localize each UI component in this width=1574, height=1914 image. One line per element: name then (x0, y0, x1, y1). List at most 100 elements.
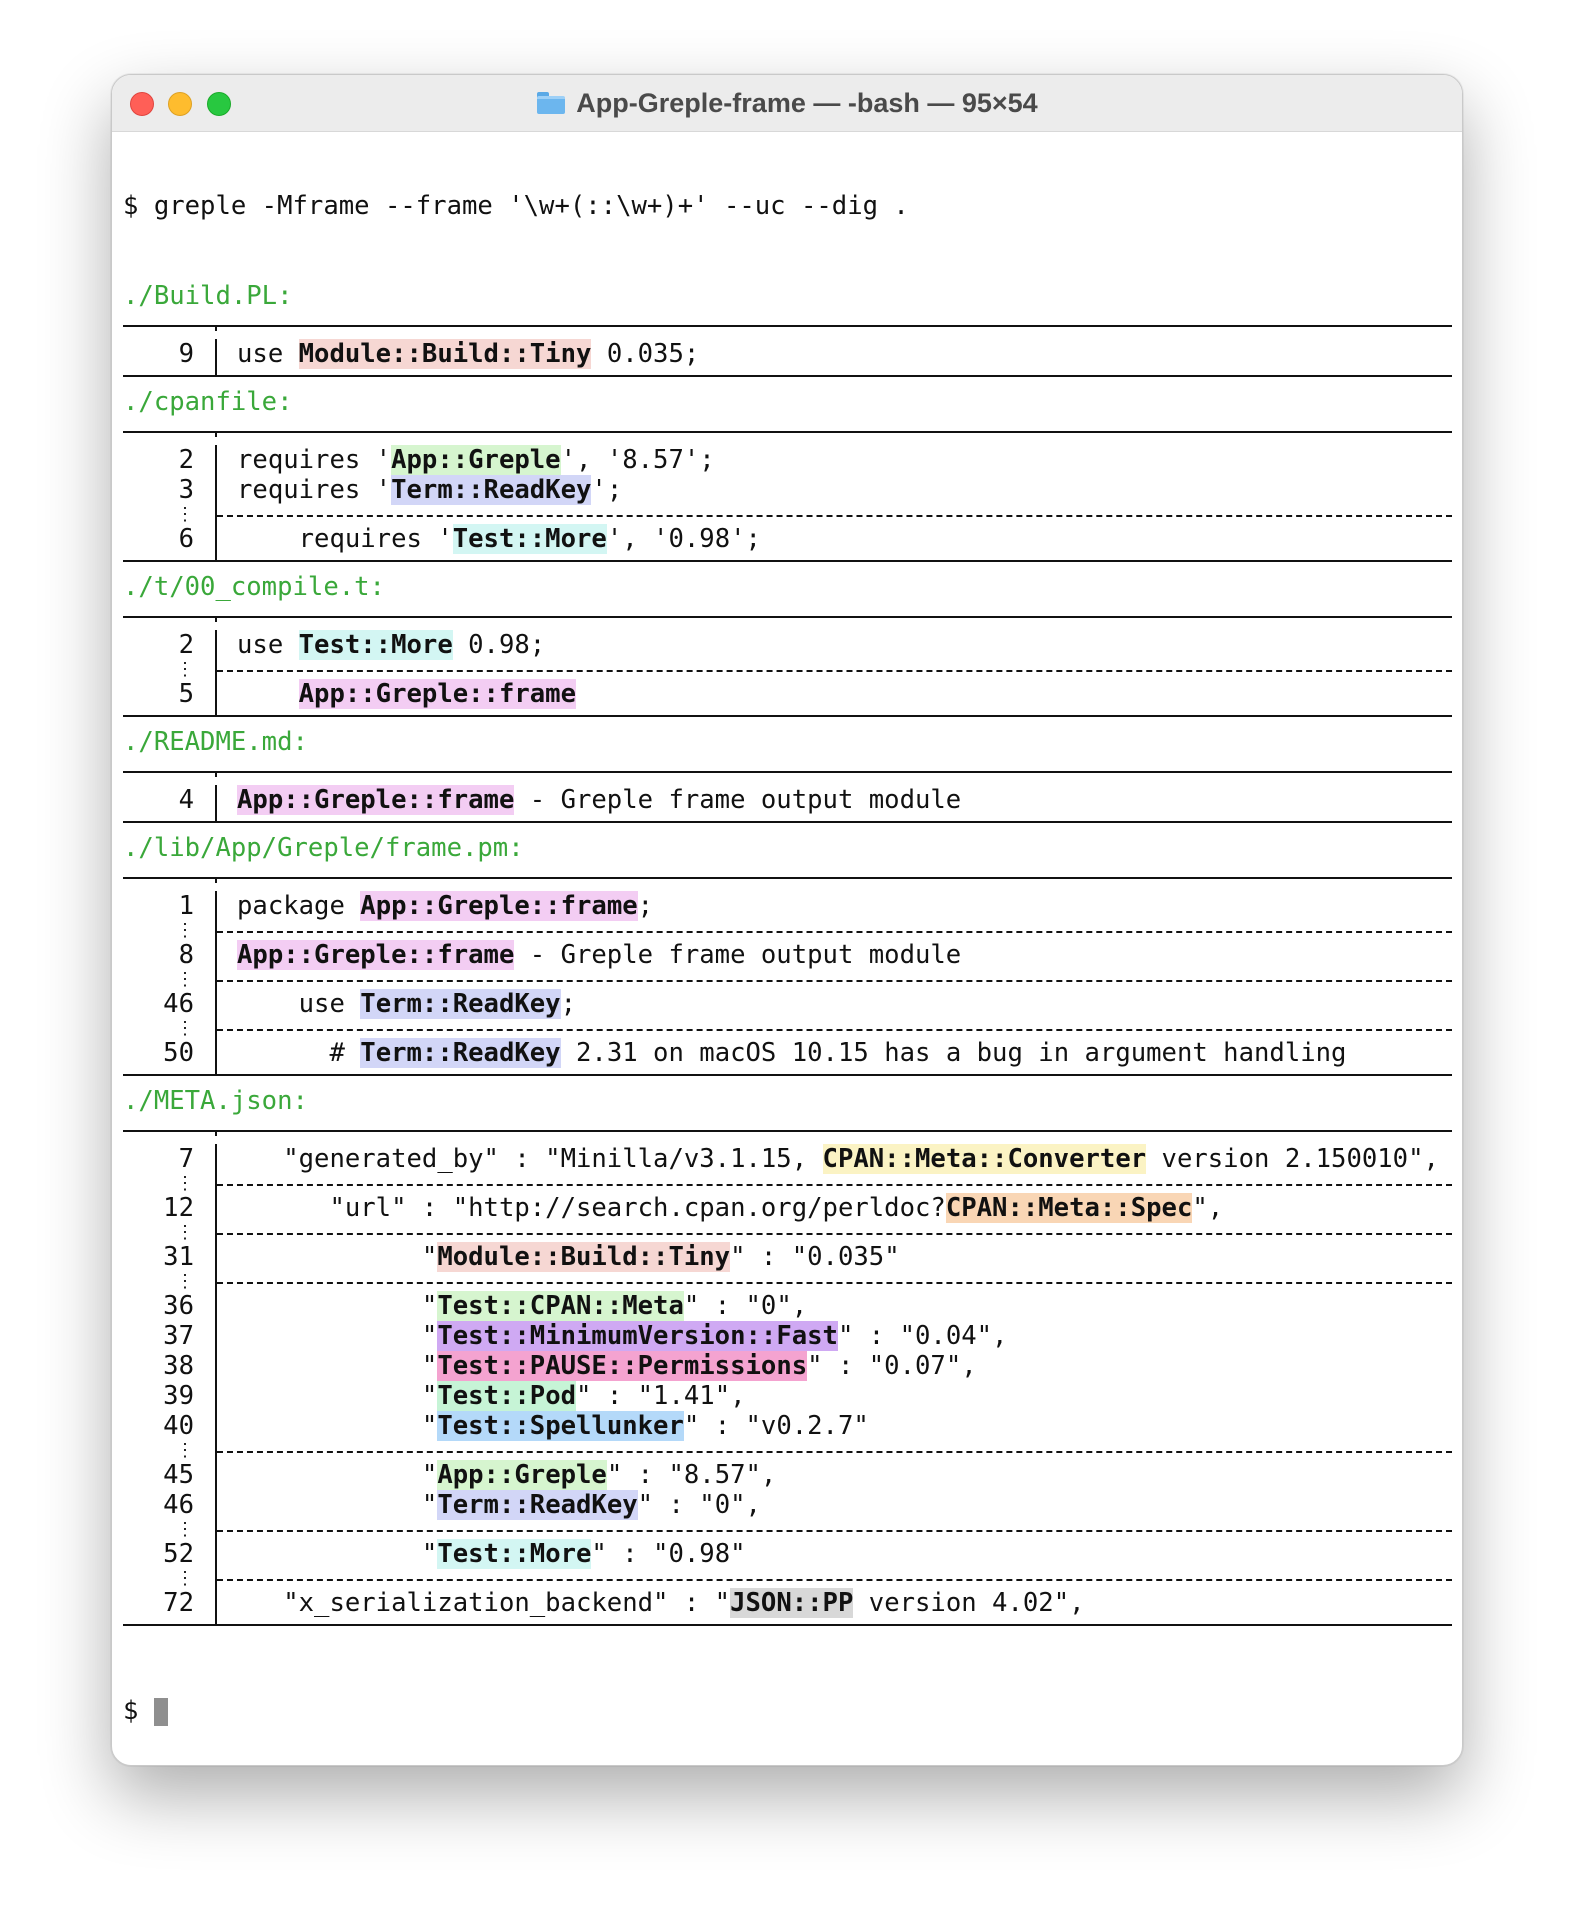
file-header[interactable]: ./t/00_compile.t: (123, 572, 385, 602)
match-line[interactable]: 52 "Test::More" : "0.98" (123, 1539, 1452, 1569)
minimize-button[interactable] (168, 92, 192, 116)
gutter-pad (123, 433, 217, 437)
file-header[interactable]: ./META.json: (123, 1086, 308, 1116)
text-segment: - Greple frame output module (514, 940, 962, 970)
match-line[interactable]: 50 # Term::ReadKey 2.31 on macOS 10.15 h… (123, 1038, 1452, 1068)
gutter-pad (123, 554, 217, 560)
gutter-pad (123, 1068, 217, 1074)
text-segment: " (237, 1411, 438, 1441)
command-line: $ greple -Mframe --frame '\w+(::\w+)+' -… (123, 191, 909, 221)
prompt-line[interactable]: $ (123, 1696, 1462, 1726)
text-segment: " (237, 1351, 438, 1381)
close-button[interactable] (130, 92, 154, 116)
line-number: 50 (123, 1038, 217, 1068)
line-number: 36 (123, 1291, 217, 1321)
text-segment: " : "0", (683, 1291, 808, 1321)
match-line[interactable]: 37 "Test::MinimumVersion::Fast" : "0.04"… (123, 1321, 1452, 1351)
ellipsis-mark: ⋮ (123, 660, 217, 679)
match-line[interactable]: 45 "App::Greple" : "8.57", (123, 1460, 1452, 1490)
dashed-divider (217, 515, 1452, 524)
match-line[interactable]: 40 "Test::Spellunker" : "v0.2.7" (123, 1411, 1452, 1441)
text-segment: " (237, 1490, 438, 1520)
text-segment: 0.98; (452, 630, 546, 660)
frame-padding (123, 815, 1452, 821)
text-segment: requires ' (237, 524, 453, 554)
text-segment: "x_serialization_backend" : " (237, 1588, 731, 1618)
file-header[interactable]: ./README.md: (123, 727, 308, 757)
file-header[interactable]: ./cpanfile: (123, 387, 293, 417)
text-segment: 0.035; (591, 339, 700, 369)
text-segment: '; (591, 475, 623, 505)
file-header[interactable]: ./Build.PL: (123, 281, 293, 311)
match-line[interactable]: 38 "Test::PAUSE::Permissions" : "0.07", (123, 1351, 1452, 1381)
match-highlight: Test::More (298, 630, 453, 660)
text-segment: " : "0.98" (591, 1539, 746, 1569)
line-text: requires 'Test::More', '0.98'; (217, 524, 761, 554)
frame-top-border (123, 325, 1452, 327)
line-number: 2 (123, 630, 217, 660)
match-highlight: Test::CPAN::Meta (437, 1291, 684, 1321)
file-header[interactable]: ./lib/App/Greple/frame.pm: (123, 833, 524, 863)
gutter-pad (123, 327, 217, 331)
text-segment: " (237, 1321, 438, 1351)
line-number: 31 (123, 1242, 217, 1272)
match-line[interactable]: 6 requires 'Test::More', '0.98'; (123, 524, 1452, 554)
line-text: package App::Greple::frame; (217, 891, 653, 921)
match-highlight: App::Greple::frame (237, 785, 515, 815)
text-segment: use (237, 339, 299, 369)
line-number: 72 (123, 1588, 217, 1618)
match-line[interactable]: 7 "generated_by" : "Minilla/v3.1.15, CPA… (123, 1144, 1452, 1174)
line-number: 1 (123, 891, 217, 921)
line-text: "Test::MinimumVersion::Fast" : "0.04", (217, 1321, 1007, 1351)
dashed-divider (217, 670, 1452, 679)
text-segment: ; (637, 891, 654, 921)
text-segment: requires ' (237, 475, 392, 505)
match-group: 6 requires 'Test::More', '0.98'; (123, 524, 1452, 554)
line-text: App::Greple::frame - Greple frame output… (217, 785, 961, 815)
gutter-pad (123, 1618, 217, 1624)
text-segment: " (237, 1539, 438, 1569)
text-segment: package (237, 891, 361, 921)
match-highlight: Module::Build::Tiny (298, 339, 592, 369)
gutter-pad (123, 618, 217, 622)
zoom-button[interactable] (207, 92, 231, 116)
match-highlight: Test::More (452, 524, 607, 554)
frame-padding (123, 709, 1452, 715)
match-line[interactable]: 46 "Term::ReadKey" : "0", (123, 1490, 1452, 1520)
dashed-divider (217, 1233, 1452, 1242)
match-line[interactable]: 5 App::Greple::frame (123, 679, 1452, 709)
match-line[interactable]: 31 "Module::Build::Tiny" : "0.035" (123, 1242, 1452, 1272)
match-line[interactable]: 39 "Test::Pod" : "1.41", (123, 1381, 1452, 1411)
match-line[interactable]: 46 use Term::ReadKey; (123, 989, 1452, 1019)
text-segment: " (237, 1291, 438, 1321)
match-line[interactable]: 36 "Test::CPAN::Meta" : "0", (123, 1291, 1452, 1321)
terminal-output[interactable]: $ greple -Mframe --frame '\w+(::\w+)+' -… (123, 131, 1462, 1765)
line-number: 40 (123, 1411, 217, 1441)
ellipsis-mark: ⋮ (123, 1569, 217, 1588)
ellipsis-mark: ⋮ (123, 921, 217, 940)
line-text: "Test::Spellunker" : "v0.2.7" (217, 1411, 869, 1441)
line-number: 6 (123, 524, 217, 554)
prompt: $ (123, 1696, 154, 1726)
ellipsis-mark: ⋮ (123, 1174, 217, 1193)
ellipsis-mark: ⋮ (123, 1223, 217, 1242)
match-line[interactable]: 12 "url" : "http://search.cpan.org/perld… (123, 1193, 1452, 1223)
match-highlight: Test::Spellunker (437, 1411, 684, 1441)
gutter-pad (123, 1132, 217, 1136)
match-line[interactable]: 72 "x_serialization_backend" : "JSON::PP… (123, 1588, 1452, 1618)
title-bar[interactable]: App-Greple-frame — -bash — 95×54 (112, 75, 1462, 132)
